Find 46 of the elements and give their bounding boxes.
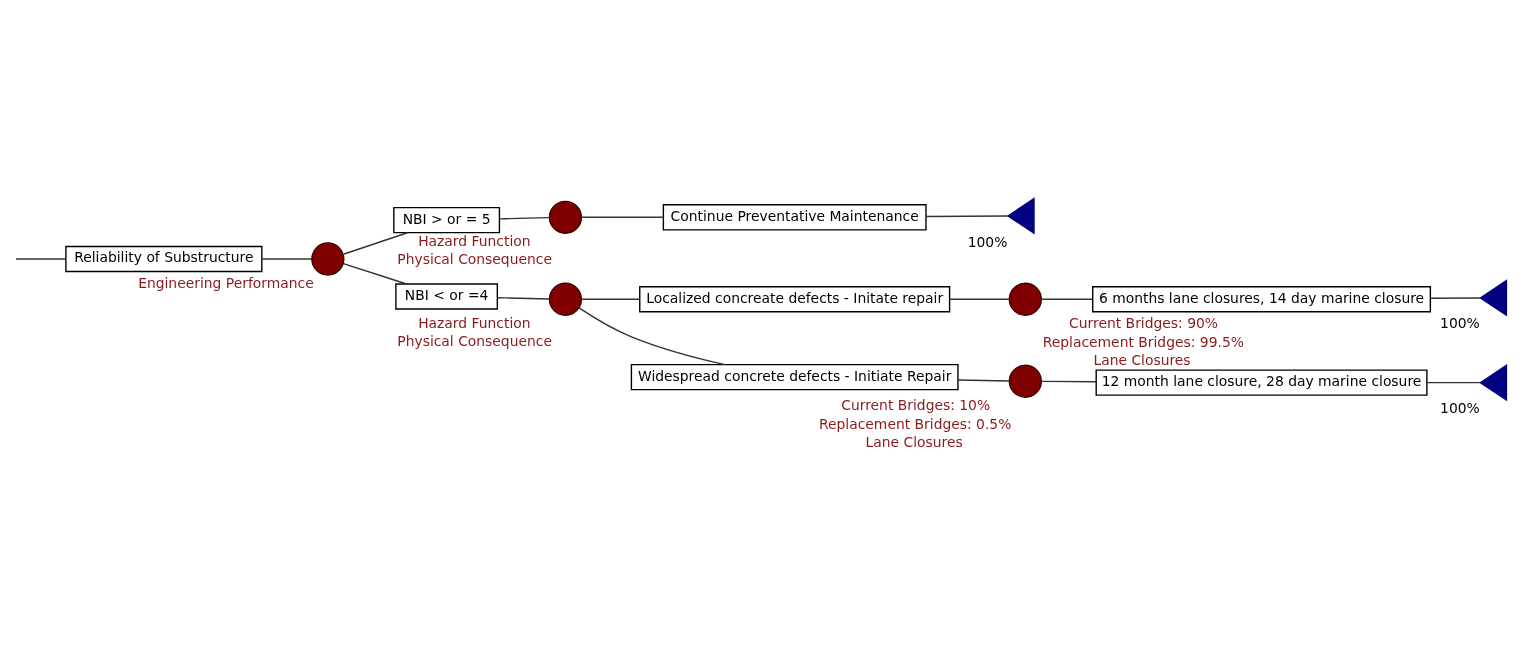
node-circle — [548, 282, 583, 316]
node-label: Engineering Performance — [138, 275, 314, 292]
connector — [499, 217, 550, 220]
node-label: Physical Consequence — [397, 332, 552, 349]
node-label: Replacement Bridges: 0.5% — [818, 415, 1012, 432]
connector — [580, 298, 641, 300]
connector — [1040, 298, 1093, 300]
node-box: Reliability of Substructure — [65, 245, 263, 273]
node-box: Localized concreate defects - Initate repair — [639, 286, 951, 313]
node-box: NBI > or = 5 — [393, 206, 501, 234]
connector — [957, 379, 1010, 382]
connector — [1430, 297, 1481, 299]
connector — [578, 307, 726, 366]
connector — [342, 262, 408, 285]
connector — [15, 258, 67, 260]
node-box: 6 months lane closures, 14 day marine closure — [1092, 286, 1432, 313]
node-label: Hazard Function — [418, 232, 531, 249]
node-label: Physical Consequence — [397, 250, 552, 267]
connector — [580, 216, 664, 218]
connector — [925, 215, 1009, 218]
node-circle — [1008, 364, 1042, 398]
connector — [261, 258, 313, 260]
node-triangle — [1479, 279, 1508, 317]
node-box: Continue Preventative Maintenance — [662, 204, 927, 231]
node-label: Lane Closures — [865, 433, 963, 450]
node-box: NBI < or =4 — [395, 283, 499, 310]
connector — [342, 232, 409, 255]
connector — [1426, 381, 1481, 384]
node-label: Hazard Function — [418, 314, 531, 331]
connector — [949, 298, 1010, 300]
node-triangle — [1006, 197, 1035, 235]
node-label: 100% — [1440, 315, 1480, 332]
node-triangle — [1479, 364, 1508, 402]
connector — [1040, 380, 1097, 383]
node-circle — [1008, 282, 1042, 316]
node-circle — [548, 200, 583, 234]
connector — [497, 297, 551, 300]
node-label: 100% — [967, 233, 1008, 250]
node-label: Lane Closures — [1093, 351, 1191, 368]
node-circle — [311, 242, 345, 276]
node-label: 100% — [1440, 400, 1480, 417]
node-box: 12 month lane closure, 28 day marine closure — [1095, 369, 1428, 396]
node-label: Replacement Bridges: 99.5% — [1042, 333, 1244, 350]
node-box: Widespread concrete defects - Initiate Repair — [630, 363, 959, 391]
node-label: Current Bridges: 90% — [1069, 315, 1219, 332]
node-label: Current Bridges: 10% — [841, 397, 991, 414]
